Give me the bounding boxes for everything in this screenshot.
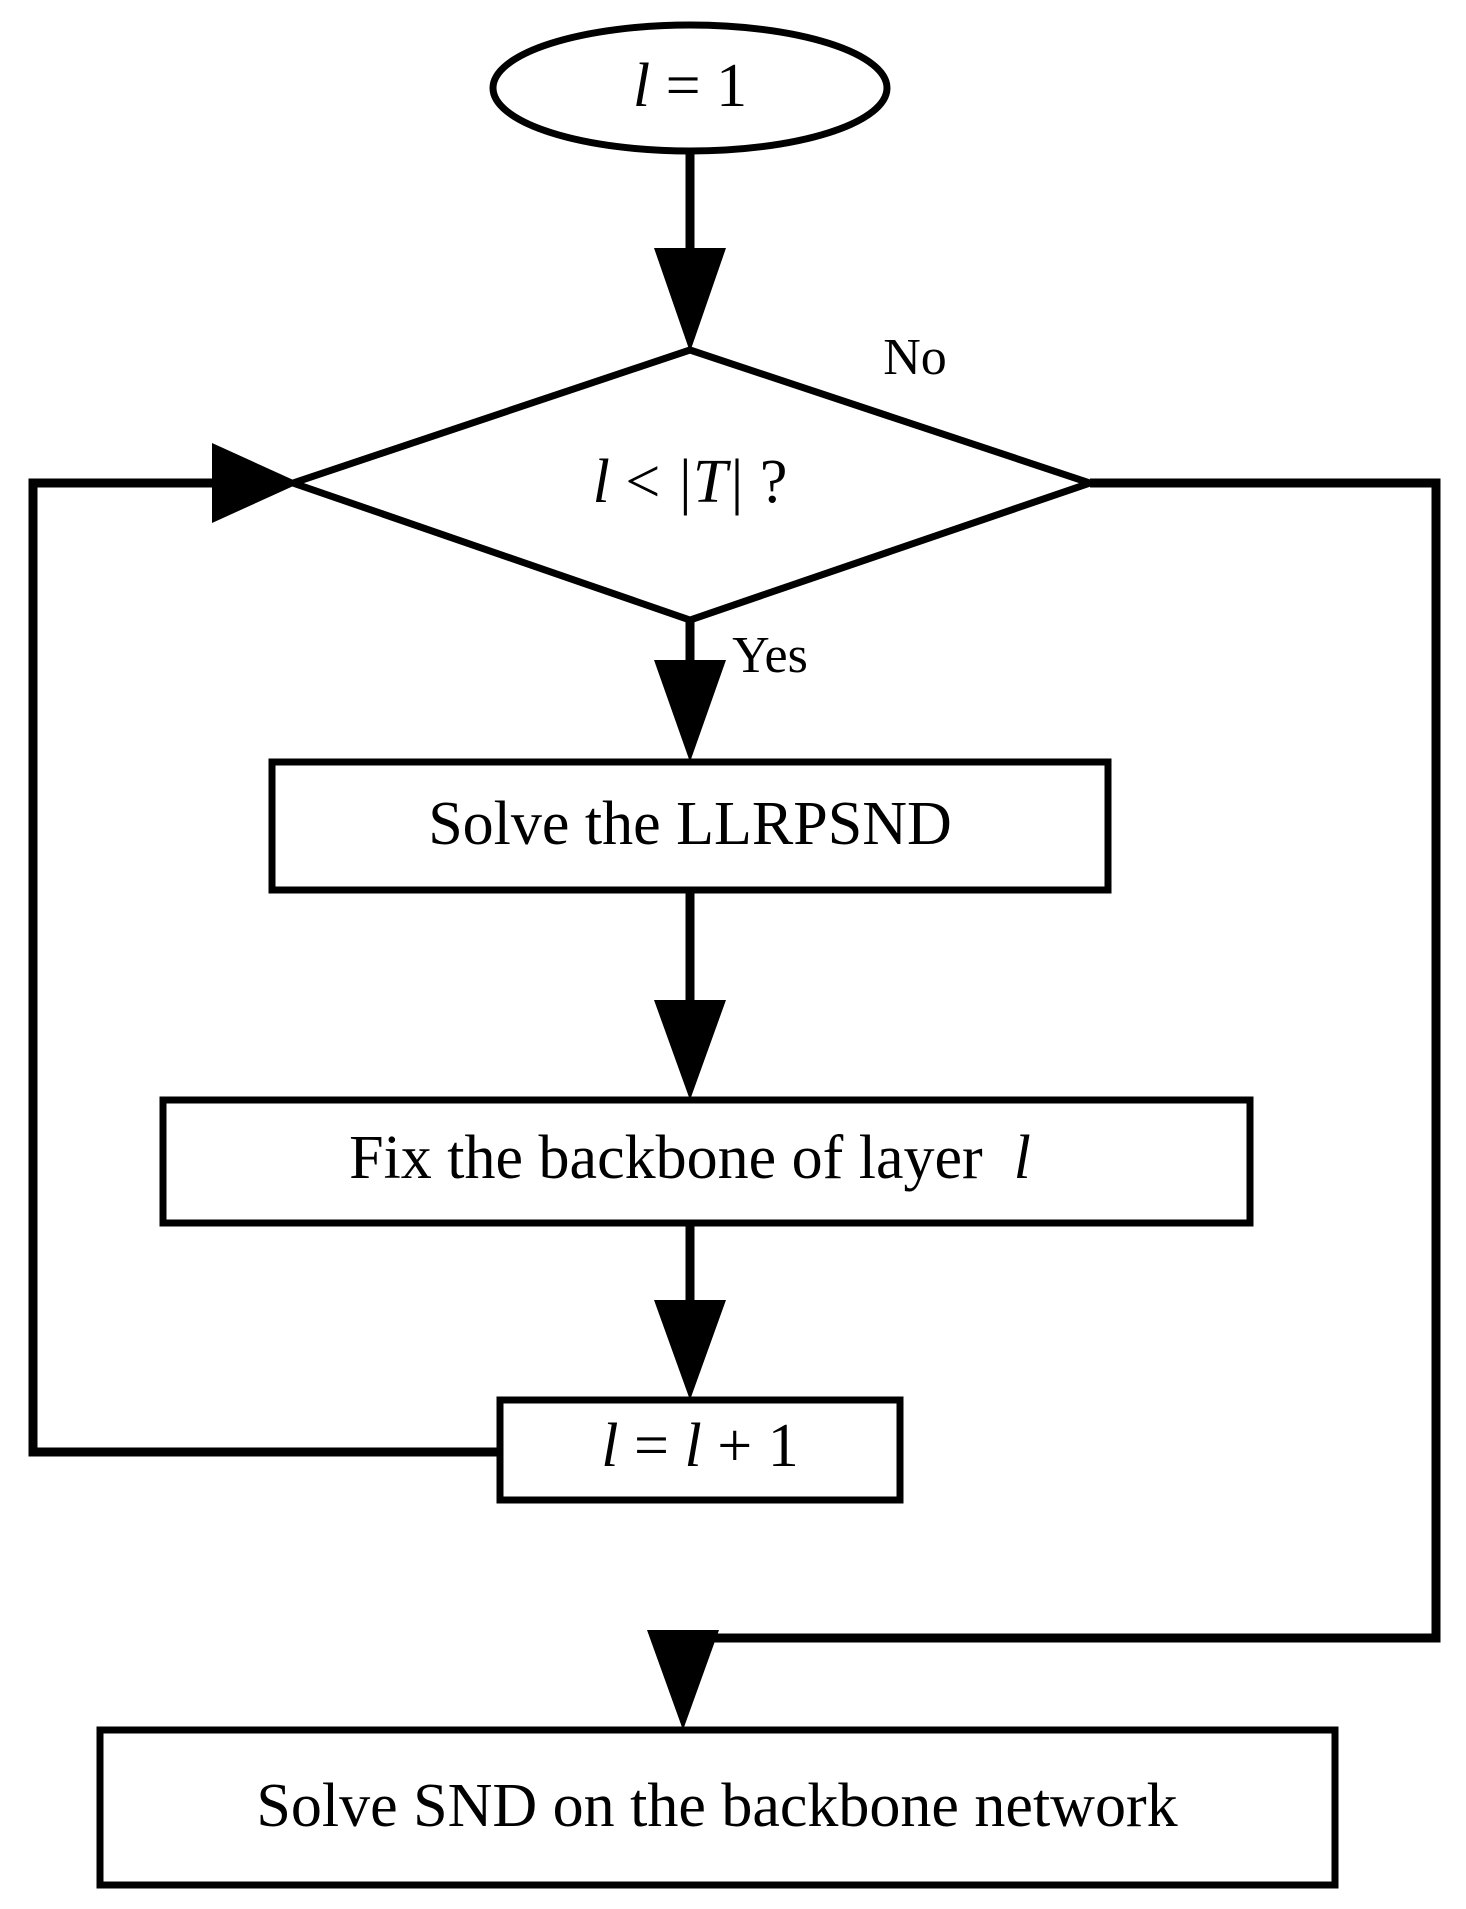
fix-backbone-box-shape <box>159 1096 1254 1227</box>
edge-decision-no <box>647 478 1441 1730</box>
fix-backbone-text: Fix the backbone of layer <box>349 1124 983 1192</box>
solve-snd-label: Solve SND on the backbone network <box>256 1772 1177 1840</box>
node-decision[interactable]: l < |T| ? <box>282 346 1101 624</box>
edge-fix-to-increment <box>654 1223 726 1400</box>
arrowhead-right-icon <box>212 443 300 523</box>
increment-value: 1 <box>768 1412 799 1480</box>
decision-diamond-shape <box>282 346 1101 624</box>
increment-box-shape <box>496 1396 904 1504</box>
solve-llrpsnd-label: Solve the LLRPSND <box>428 790 952 858</box>
arrowhead-down-icon <box>654 248 726 352</box>
start-op: = <box>650 52 716 120</box>
decision-label: l < |T| ? <box>593 448 788 516</box>
increment-label: l = l + 1 <box>601 1412 798 1480</box>
edge-llrpsnd-to-fix <box>654 890 726 1100</box>
arrowhead-down-icon <box>654 1300 726 1400</box>
fix-backbone-var: l <box>1014 1124 1031 1192</box>
node-start[interactable]: l = 1 <box>489 21 891 155</box>
arrowhead-down-icon <box>647 1630 719 1730</box>
decision-question: ? <box>744 448 787 516</box>
node-increment[interactable]: l = l + 1 <box>496 1396 904 1504</box>
node-solve-snd[interactable]: Solve SND on the backbone network <box>96 1726 1339 1889</box>
solve-llrpsnd-box-shape <box>268 758 1112 894</box>
edge-label-yes: Yes <box>732 627 808 684</box>
increment-var1: l <box>601 1412 618 1480</box>
start-label: l = 1 <box>633 52 747 120</box>
arrowhead-down-icon <box>654 660 726 762</box>
edge-decision-yes <box>654 620 726 762</box>
start-oval-shape <box>489 21 891 155</box>
decision-op: < <box>610 448 676 516</box>
increment-var2: l <box>685 1412 702 1480</box>
solve-snd-box-shape <box>96 1726 1339 1889</box>
edge-increment-to-decision <box>28 443 500 1457</box>
increment-op1: = <box>619 1412 685 1480</box>
decision-var: l <box>593 448 610 516</box>
start-var: l <box>633 52 650 120</box>
increment-op2: + <box>702 1412 768 1480</box>
node-fix-backbone[interactable]: Fix the backbone of layer l <box>159 1096 1254 1227</box>
start-value: 1 <box>716 52 747 120</box>
arrowhead-down-icon <box>654 1000 726 1100</box>
decision-set: |T| <box>676 448 745 516</box>
fix-backbone-label: Fix the backbone of layer l <box>349 1124 1031 1192</box>
edge-label-no: No <box>883 329 947 386</box>
node-solve-llrpsnd[interactable]: Solve the LLRPSND <box>268 758 1112 894</box>
edge-start-to-decision <box>654 150 726 352</box>
